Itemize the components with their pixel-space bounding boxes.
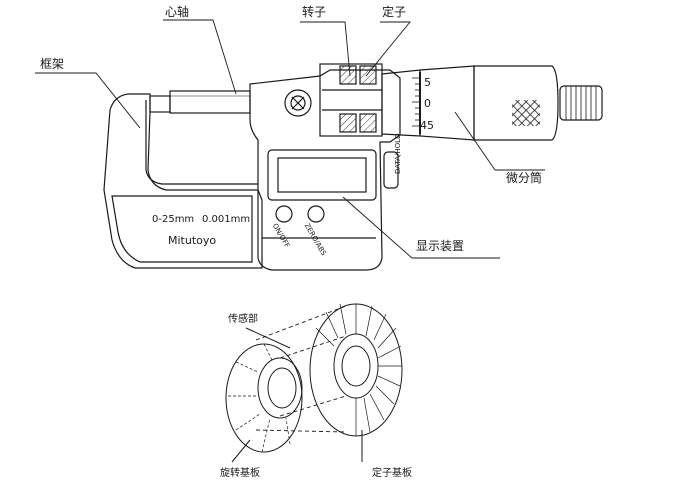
rotor-segments	[228, 343, 291, 453]
scale-tick-45: 45	[420, 119, 434, 132]
lcd-screen	[277, 157, 367, 193]
label-thimble: 微分筒	[506, 170, 542, 185]
label-rotor-plate: 旋转基板	[220, 466, 260, 479]
label-spindle: 心轴	[165, 4, 189, 19]
label-rotor: 转子	[302, 4, 326, 19]
spindle	[169, 90, 251, 114]
lock-knob[interactable]	[284, 89, 312, 117]
scale-tick-0: 0	[424, 97, 431, 110]
stator-fins	[315, 303, 402, 436]
zero-abs-label: ZERO/ABS	[303, 222, 328, 258]
rotor-plate-outer	[225, 343, 303, 453]
zero-abs-button[interactable]	[307, 205, 325, 223]
spec-range: 0-25mm	[152, 214, 194, 225]
sensor-drawing	[225, 303, 403, 463]
rotor-plate-hub	[257, 357, 303, 419]
stator-hatch-top	[359, 65, 377, 85]
brand-logo: Mitutoyo	[168, 234, 216, 247]
lcd-frame	[267, 149, 377, 201]
label-frame: 框架	[40, 57, 64, 71]
rotor-hatch-top	[339, 65, 357, 85]
label-display: 显示装置	[416, 239, 464, 253]
leader-lines	[35, 19, 545, 259]
on-off-button[interactable]	[275, 205, 293, 223]
label-stator: 定子	[382, 4, 406, 19]
sensor-cylinder	[255, 305, 347, 433]
label-sensor: 传感部	[228, 312, 258, 325]
scale-tick-5: 5	[424, 76, 431, 89]
stator-plate-inner	[333, 333, 379, 399]
ratchet-body	[473, 65, 559, 141]
stator-hatch-bottom	[359, 113, 377, 133]
spec-resolution: 0.001mm	[202, 214, 250, 225]
spec-plate	[111, 195, 253, 263]
knurl-pattern	[512, 100, 540, 126]
rotor-hatch-bottom	[339, 113, 357, 133]
anvil	[149, 95, 171, 113]
label-stator-plate: 定子基板	[372, 466, 412, 479]
micrometer-drawing	[103, 63, 603, 271]
side-button[interactable]	[383, 151, 399, 189]
data-hold-label: DATA/HOLD	[394, 134, 402, 174]
on-off-label: ON/OFF	[271, 222, 291, 249]
frame-inner	[145, 100, 258, 185]
housing	[249, 69, 401, 271]
